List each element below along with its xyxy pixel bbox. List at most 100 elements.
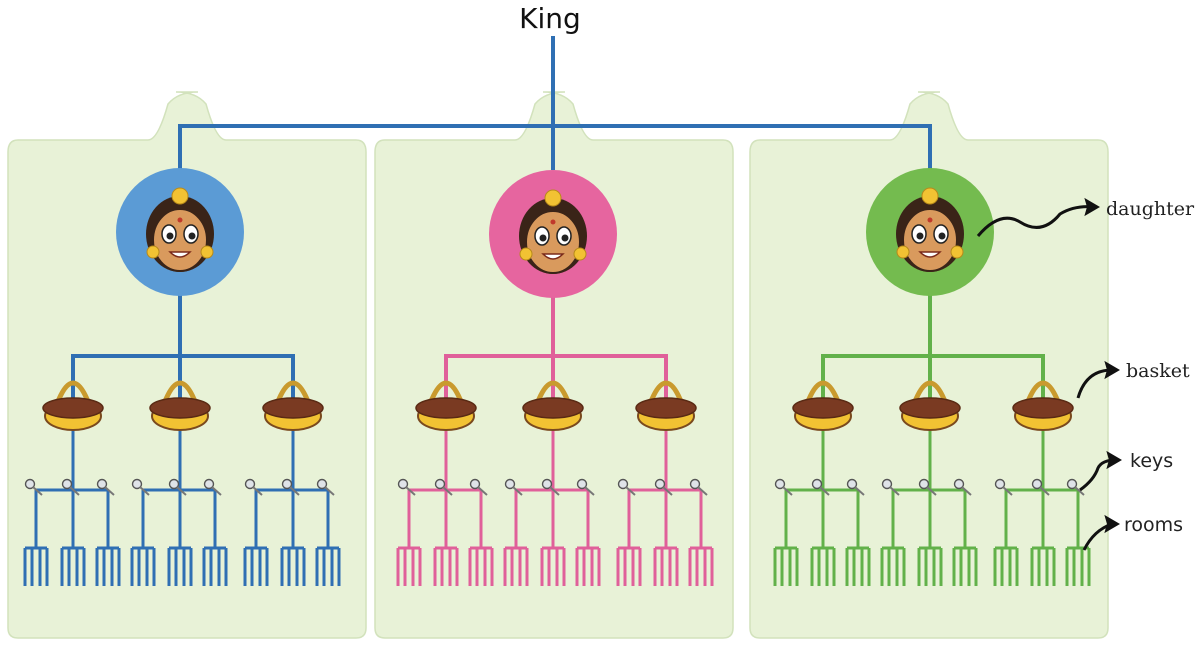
key [96, 478, 108, 490]
face-hair-ornament [921, 187, 939, 205]
key-shaft [926, 486, 937, 496]
root-label-king: King [519, 2, 581, 35]
room [688, 546, 714, 586]
key [774, 478, 786, 490]
face-earring-left [896, 245, 910, 259]
key [846, 478, 858, 490]
room [315, 546, 341, 586]
key [576, 478, 588, 490]
key [953, 478, 965, 490]
arrow-keys-head [1106, 450, 1122, 470]
key-shaft [211, 486, 222, 496]
room [433, 546, 459, 586]
key-shaft [662, 486, 673, 496]
face-earring-right [950, 245, 964, 259]
basket-handle [1024, 380, 1062, 405]
room [616, 546, 642, 586]
face-bindi [550, 219, 556, 225]
panel-left [7, 91, 367, 639]
face-earring-left [519, 247, 533, 261]
key [811, 478, 823, 490]
key-shaft [961, 486, 972, 496]
arrow-basket-head [1104, 360, 1120, 380]
basket-rim [149, 397, 211, 419]
key-shaft [584, 486, 595, 496]
key [469, 478, 481, 490]
basket-rim [522, 397, 584, 419]
key-shaft [697, 486, 708, 496]
key-shaft [405, 486, 416, 496]
key [61, 478, 73, 490]
room [243, 546, 269, 586]
face-pupil-left [539, 234, 547, 242]
room [952, 546, 978, 586]
room [845, 546, 871, 586]
key [244, 478, 256, 490]
key [881, 478, 893, 490]
room [1030, 546, 1056, 586]
face-bindi [177, 217, 183, 223]
face-bindi [927, 217, 933, 223]
face-pupil-left [916, 232, 924, 240]
key [168, 478, 180, 490]
room [880, 546, 906, 586]
label-rooms: rooms [1124, 514, 1184, 536]
arrow-daughter-head [1084, 197, 1100, 217]
key [654, 478, 666, 490]
branch-middle [396, 170, 714, 586]
key [994, 478, 1006, 490]
arrow-keys [1079, 458, 1117, 492]
key-shaft [854, 486, 865, 496]
key [397, 478, 409, 490]
room [60, 546, 86, 586]
key [617, 478, 629, 490]
room [503, 546, 529, 586]
face-skin [152, 208, 208, 272]
face-mouth [168, 251, 192, 258]
face-skin [902, 208, 958, 272]
room [130, 546, 156, 586]
room [202, 546, 228, 586]
key [918, 478, 930, 490]
key-shaft [289, 486, 300, 496]
basket-handle [54, 380, 92, 405]
key [434, 478, 446, 490]
basket-bar [821, 354, 1045, 400]
key [689, 478, 701, 490]
face-pupil-right [188, 232, 196, 240]
basket-rim [1012, 397, 1074, 419]
key-shaft [1074, 486, 1085, 496]
key-shaft [889, 486, 900, 496]
room [23, 546, 49, 586]
face-skin [525, 210, 581, 274]
room [167, 546, 193, 586]
key-shaft [104, 486, 115, 496]
key-shaft [176, 486, 187, 496]
key-shaft [512, 486, 523, 496]
room [575, 546, 601, 586]
key [1066, 478, 1078, 490]
room [653, 546, 679, 586]
basket-handle [647, 380, 685, 405]
key [24, 478, 36, 490]
key-shaft [549, 486, 560, 496]
branch-right [773, 168, 1091, 586]
key [504, 478, 516, 490]
key [316, 478, 328, 490]
branch-left [23, 168, 341, 586]
basket-rim [262, 397, 324, 419]
basket-bar [444, 354, 668, 400]
key-shaft [252, 486, 263, 496]
label-keys: keys [1130, 450, 1174, 472]
key-shaft [477, 486, 488, 496]
face-mouth [918, 251, 942, 258]
key [131, 478, 143, 490]
basket-handle [161, 380, 199, 405]
face-pupil-right [561, 234, 569, 242]
key [203, 478, 215, 490]
basket-handle [534, 380, 572, 405]
room [1065, 546, 1091, 586]
basket-rim [415, 397, 477, 419]
